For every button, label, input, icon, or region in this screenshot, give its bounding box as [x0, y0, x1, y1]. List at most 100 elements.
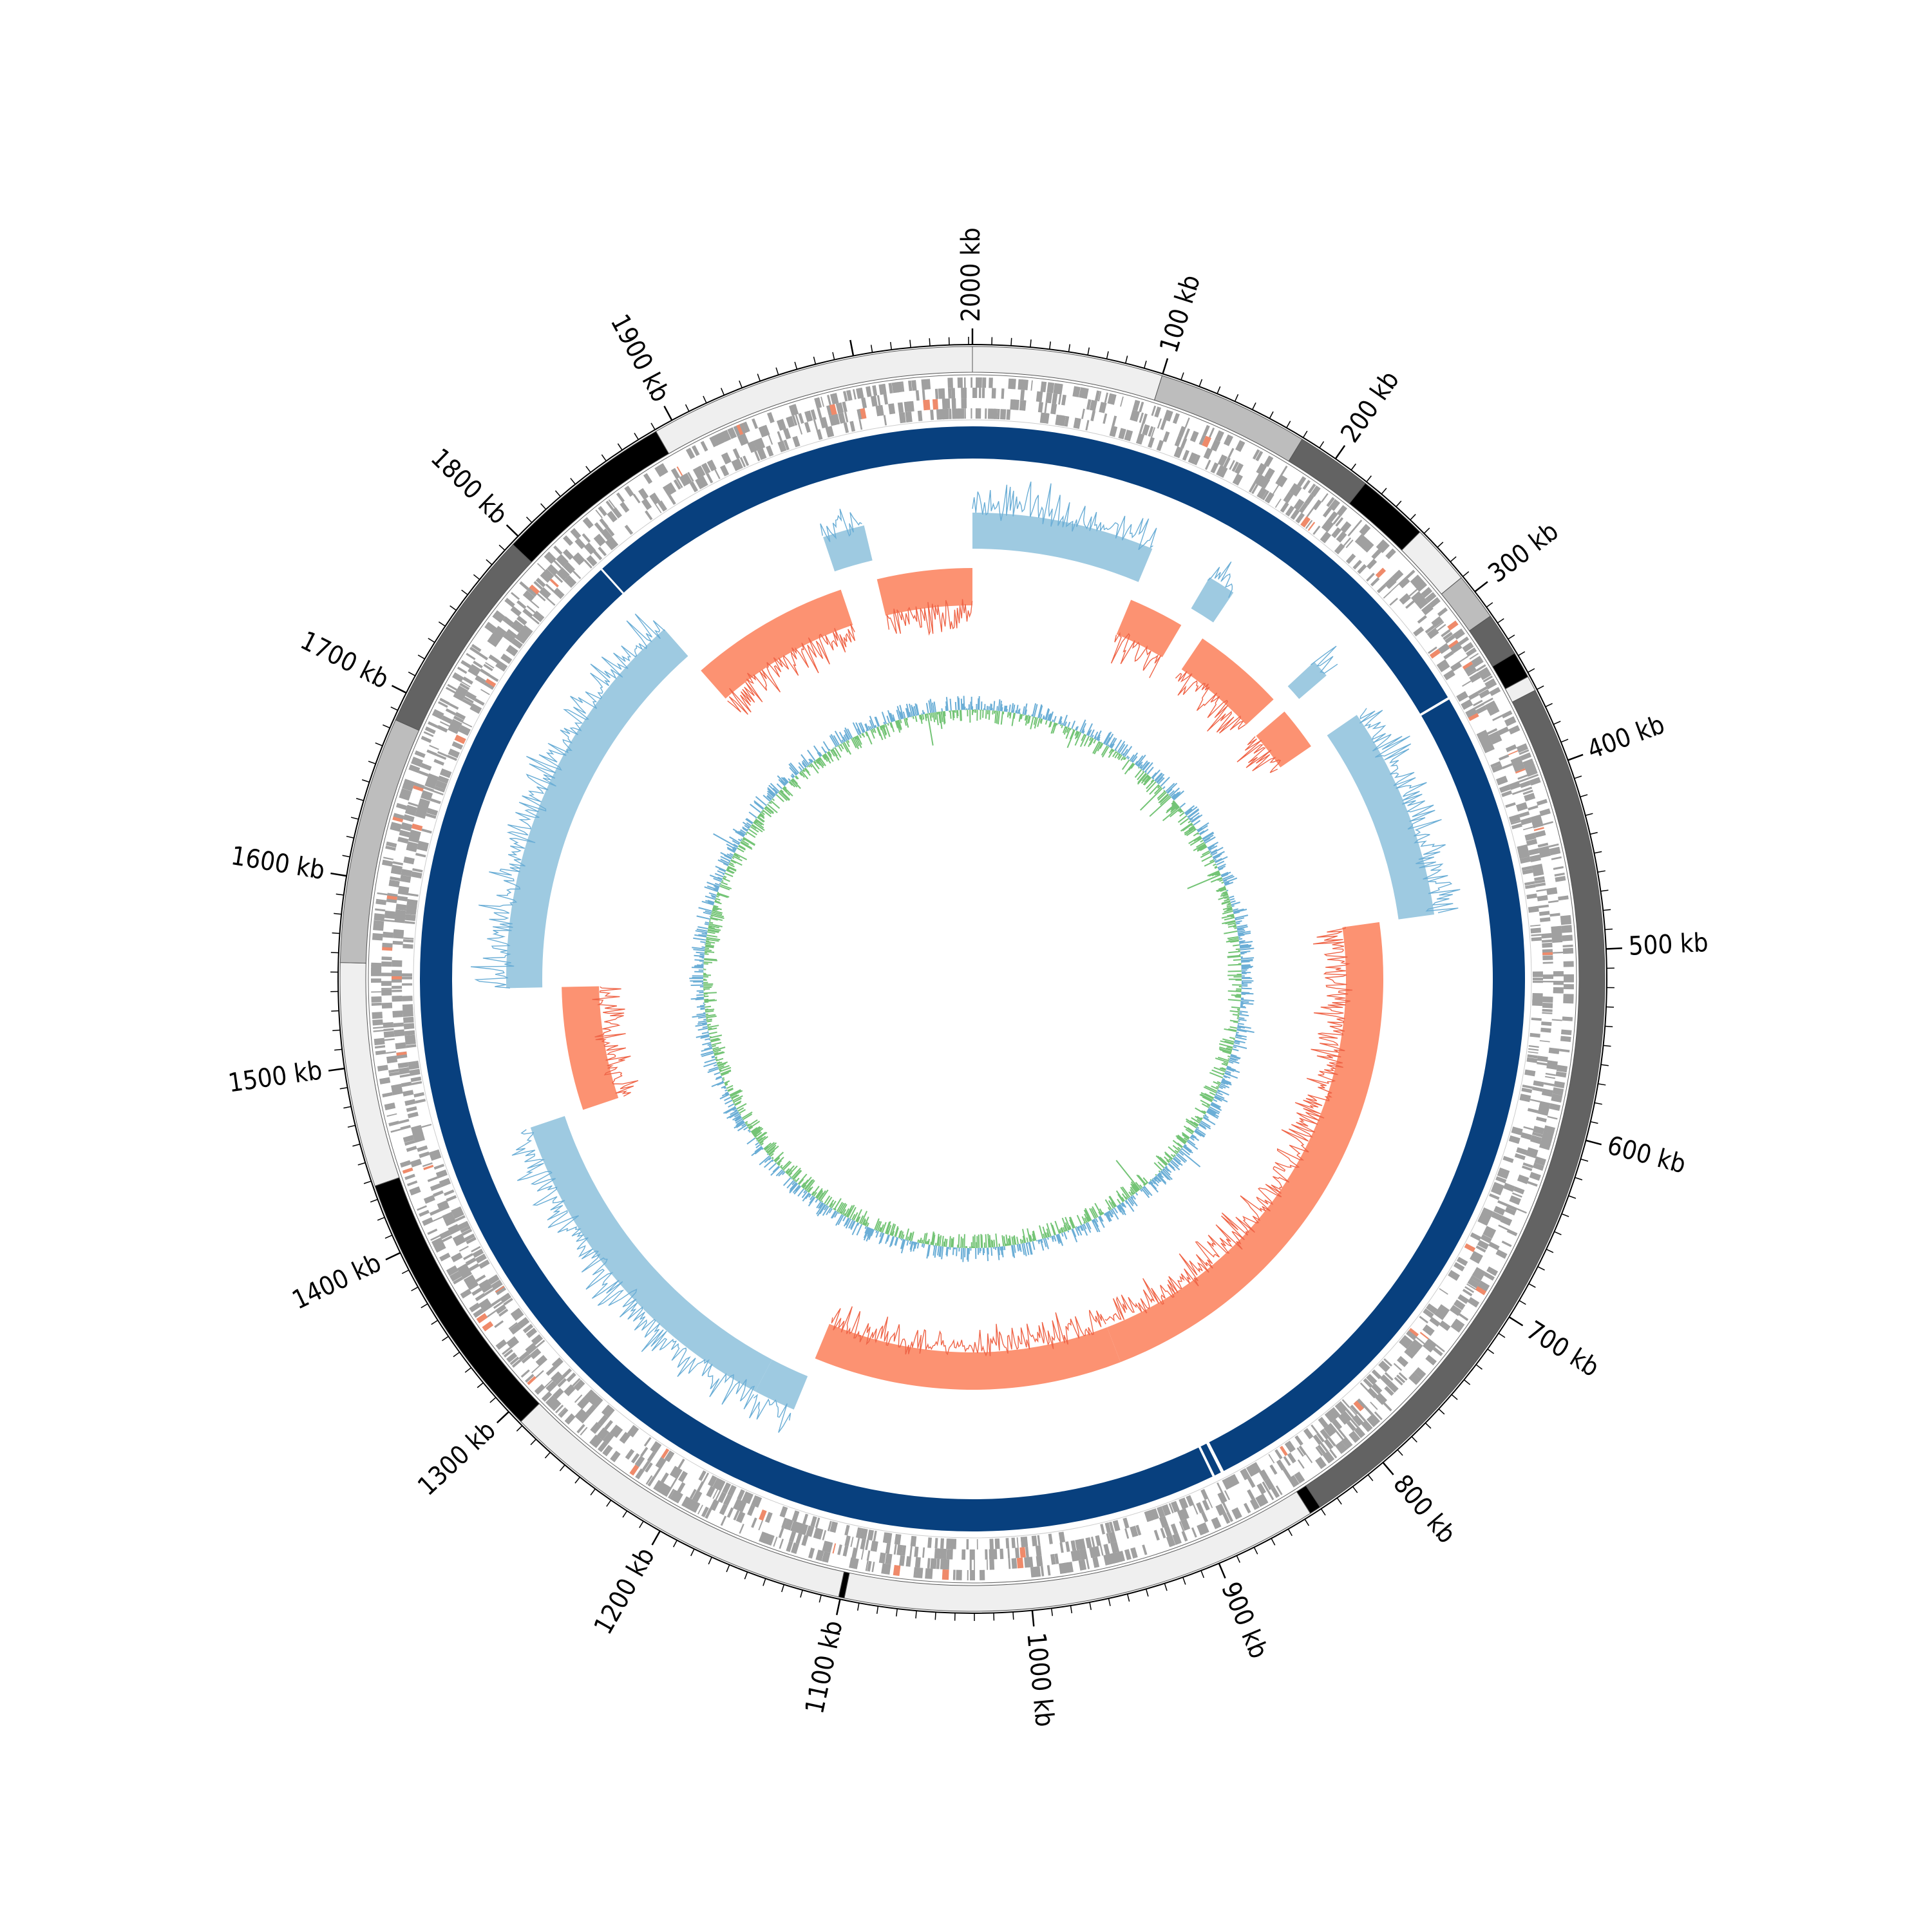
gene-feature	[1476, 664, 1486, 672]
gene-feature	[1414, 1369, 1425, 1379]
gene-feature	[1492, 1184, 1504, 1192]
gene-feature	[1553, 971, 1564, 977]
major-tick	[1218, 1563, 1226, 1579]
gene-feature	[391, 864, 402, 872]
gene-feature	[1522, 1084, 1533, 1089]
gene-feature	[495, 1285, 507, 1296]
gene-feature	[507, 645, 518, 654]
gene-feature	[536, 1340, 545, 1348]
gene-feature	[826, 405, 833, 417]
gene-feature	[573, 570, 582, 580]
gene-feature	[557, 1378, 567, 1388]
gene-feature	[1218, 466, 1228, 478]
gene-feature	[1542, 961, 1553, 964]
gene-feature	[786, 415, 795, 428]
gene-feature	[541, 1391, 553, 1402]
minor-tick	[355, 798, 364, 801]
gene-feature	[506, 1336, 518, 1347]
gene-feature	[949, 408, 952, 419]
minor-tick	[1597, 870, 1605, 873]
gene-feature	[1108, 1531, 1117, 1544]
gene-feature	[1508, 750, 1519, 755]
gene-feature	[1519, 780, 1531, 788]
gene-feature	[1243, 1502, 1251, 1513]
gene-feature	[471, 643, 482, 652]
gene-feature	[883, 393, 889, 405]
gene-feature	[612, 507, 622, 519]
minor-tick	[1010, 337, 1012, 346]
major-tick	[1334, 445, 1346, 460]
gene-feature	[687, 471, 694, 482]
gene-feature	[888, 383, 893, 394]
gene-feature	[1389, 598, 1398, 606]
gene-feature	[1530, 857, 1541, 861]
gene-feature	[1469, 672, 1481, 683]
gene-feature	[1118, 428, 1126, 440]
gene-feature	[448, 703, 459, 710]
gene-feature	[1489, 1193, 1500, 1200]
gene-feature	[404, 1140, 415, 1146]
gene-feature	[554, 1375, 565, 1385]
gene-feature	[1163, 410, 1173, 422]
gene-feature	[397, 837, 409, 844]
gene-feature	[1529, 777, 1541, 786]
gene-feature	[565, 562, 576, 572]
gene-feature	[471, 1287, 482, 1296]
gene-feature	[572, 1378, 581, 1387]
gene-feature	[1437, 623, 1446, 632]
gene-feature	[677, 1482, 686, 1493]
gene-feature	[1349, 1406, 1357, 1416]
gc-skew-block	[1191, 577, 1234, 623]
gene-feature	[1473, 699, 1483, 706]
gene-feature	[779, 1539, 784, 1549]
gene-feature	[1132, 399, 1141, 412]
gene-feature	[1504, 1207, 1517, 1216]
gene-feature	[835, 402, 844, 414]
gene-feature	[740, 433, 749, 445]
minor-tick	[377, 1217, 385, 1221]
gene-feature	[417, 1205, 427, 1211]
gene-feature	[1229, 1475, 1237, 1486]
gene-feature	[588, 1393, 599, 1404]
gene-feature	[1376, 539, 1387, 551]
minor-tick	[1605, 1025, 1613, 1028]
gene-feature	[558, 1408, 569, 1418]
gene-feature	[815, 1517, 820, 1528]
gene-feature	[1256, 487, 1267, 500]
gene-feature	[942, 408, 949, 420]
gene-feature	[1526, 838, 1538, 846]
gene-feature	[1549, 1103, 1561, 1112]
gene-feature	[1108, 1521, 1115, 1533]
gene-feature	[1519, 777, 1530, 783]
gene-feature	[1537, 895, 1548, 902]
gene-feature	[1151, 405, 1157, 416]
gene-feature	[472, 1249, 484, 1258]
gene-feature	[1536, 889, 1547, 892]
gene-feature	[1546, 887, 1558, 895]
minor-tick	[1108, 1598, 1111, 1606]
gene-feature	[1520, 817, 1532, 826]
gene-feature	[1078, 1559, 1087, 1571]
gene-feature	[1489, 687, 1501, 696]
gene-feature	[518, 1351, 529, 1361]
gene-feature	[692, 1490, 703, 1502]
gene-feature	[1200, 1511, 1209, 1522]
gene-feature	[439, 721, 450, 727]
gene-feature	[404, 1099, 416, 1106]
gene-feature	[1462, 701, 1473, 710]
gene-feature	[860, 1549, 864, 1560]
gene-feature	[1383, 1402, 1392, 1412]
gene-feature	[1274, 498, 1282, 508]
gene-feature	[1413, 593, 1424, 603]
gene-feature	[495, 1285, 505, 1293]
gene-feature	[893, 1544, 897, 1555]
gene-feature	[866, 1550, 871, 1561]
minor-tick	[473, 574, 480, 580]
gene-feature	[1532, 1086, 1543, 1092]
gene-feature	[377, 1065, 388, 1072]
gene-feature	[697, 475, 708, 488]
gene-feature	[1005, 1538, 1010, 1549]
minor-tick	[1560, 739, 1569, 743]
gene-feature	[994, 408, 998, 419]
gene-feature	[460, 1226, 471, 1233]
